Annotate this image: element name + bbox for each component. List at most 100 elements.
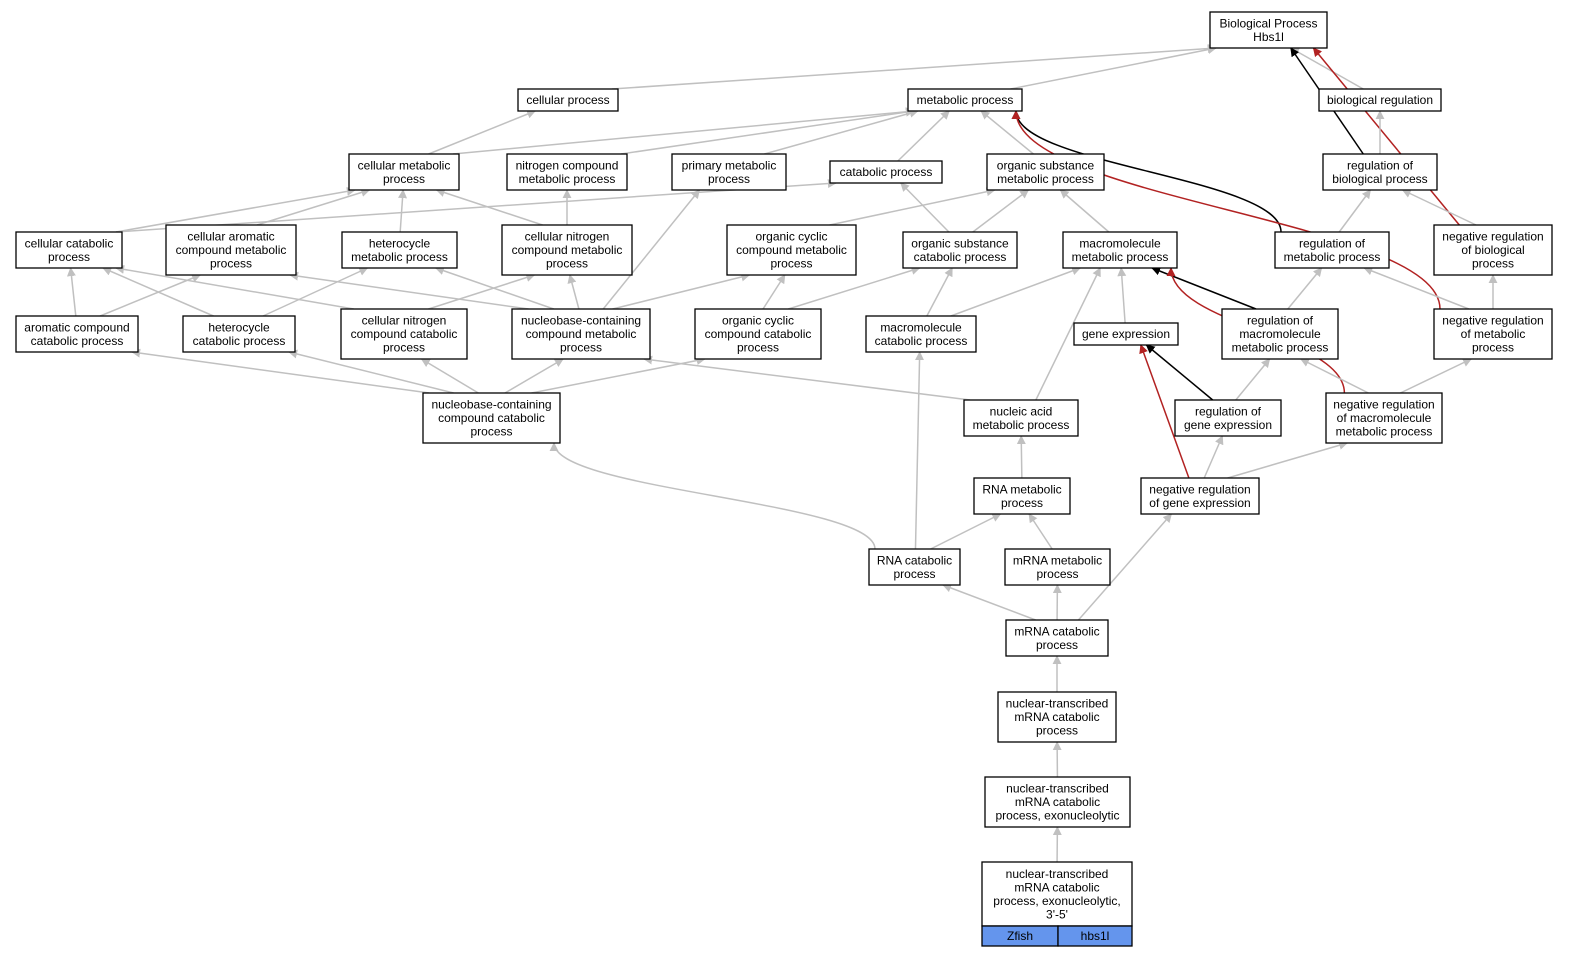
edge-is-a-nbcmp-to-pmp: [602, 189, 700, 310]
edge-is-a-macmp-to-osmp: [1059, 189, 1110, 233]
edge-path: [611, 44, 1217, 90]
node-box: [1062, 231, 1178, 269]
edge-path: [434, 266, 555, 310]
edge-path: [1028, 513, 1053, 550]
node-label-line: compound metabolic: [526, 327, 637, 341]
edge-is-a-hmp-to-cmp: [398, 189, 408, 233]
node-label-line: negative regulation: [1442, 314, 1543, 328]
edge-path: [1059, 189, 1110, 233]
node-box: [341, 231, 458, 269]
edge-is-a-rnacp-to-nbccp: [549, 442, 876, 550]
edge-is-a-occcp-to-occmp: [762, 274, 786, 310]
node-label-line: gene expression: [1082, 327, 1170, 341]
node-label-line: RNA metabolic: [982, 482, 1061, 496]
edge-is-a-namp-to-macmp: [1035, 267, 1101, 401]
node-label-line: compound catabolic: [351, 327, 458, 341]
edge-is-a-mp-to-bp: [1010, 45, 1217, 90]
edge-is-a-cnccp-to-ccp: [115, 264, 354, 310]
node-box: [902, 231, 1018, 269]
node-label-line: metabolic process: [1284, 250, 1381, 264]
edge-is-a-ncmp-to-mp: [620, 107, 915, 155]
edge-path: [288, 349, 454, 394]
node-box: [671, 153, 787, 191]
node-label-line: process: [1036, 724, 1078, 738]
node-label-line: process: [1036, 638, 1078, 652]
edge-negatively-regulates-nrge-to-ge: [1139, 344, 1190, 479]
node-label-line: metabolic process: [519, 172, 616, 186]
node-box: [1325, 392, 1443, 444]
go-term-node-catp[interactable]: catabolic process: [829, 160, 943, 184]
node-label-line: gene expression: [1184, 418, 1272, 432]
node-label-line: mRNA catabolic: [1015, 795, 1100, 809]
edge-path: [930, 513, 1002, 550]
go-term-node-mp[interactable]: metabolic process: [907, 88, 1023, 112]
node-label-line: regulation of: [1347, 158, 1414, 172]
edge-is-a-nrmmp-to-rmmp: [1299, 358, 1369, 394]
gene-tag[interactable]: hbs1l: [1057, 925, 1133, 947]
node-label-line: nuclear-transcribed: [1006, 697, 1109, 711]
node-label-line: process: [737, 341, 779, 355]
node-box: [15, 315, 139, 353]
node-label-line: process: [546, 257, 588, 271]
edge-is-a-ccp-to-catp: [115, 179, 837, 233]
edge-path: [1287, 267, 1323, 310]
go-term-node-br[interactable]: biological regulation: [1318, 88, 1442, 112]
node-label-line: of biological: [1461, 243, 1524, 257]
node-label-line: catabolic process: [840, 165, 933, 179]
node-box: [1004, 548, 1111, 586]
go-term-node-cp[interactable]: cellular process: [517, 88, 619, 112]
species-tag[interactable]: Zfish: [981, 925, 1059, 947]
node-label-line: organic substance: [911, 236, 1009, 250]
node-label-line: metabolic process: [1072, 250, 1169, 264]
edge-path: [1035, 267, 1101, 401]
edge-path: [1312, 47, 1460, 226]
node-box: [963, 399, 1079, 437]
node-box: [868, 548, 961, 586]
node-label-line: catabolic process: [914, 250, 1007, 264]
node-label-line: compound metabolic: [512, 243, 623, 257]
edge-path: [115, 186, 356, 233]
node-box: [1140, 477, 1260, 515]
edge-path: [420, 358, 479, 394]
edge-is-a-mrnacp-to-nrge: [1077, 513, 1172, 621]
edge-path: [980, 110, 1034, 155]
edge-path: [1203, 435, 1224, 479]
go-term-node-ge[interactable]: gene expression: [1073, 322, 1179, 346]
edge-path: [602, 189, 700, 310]
